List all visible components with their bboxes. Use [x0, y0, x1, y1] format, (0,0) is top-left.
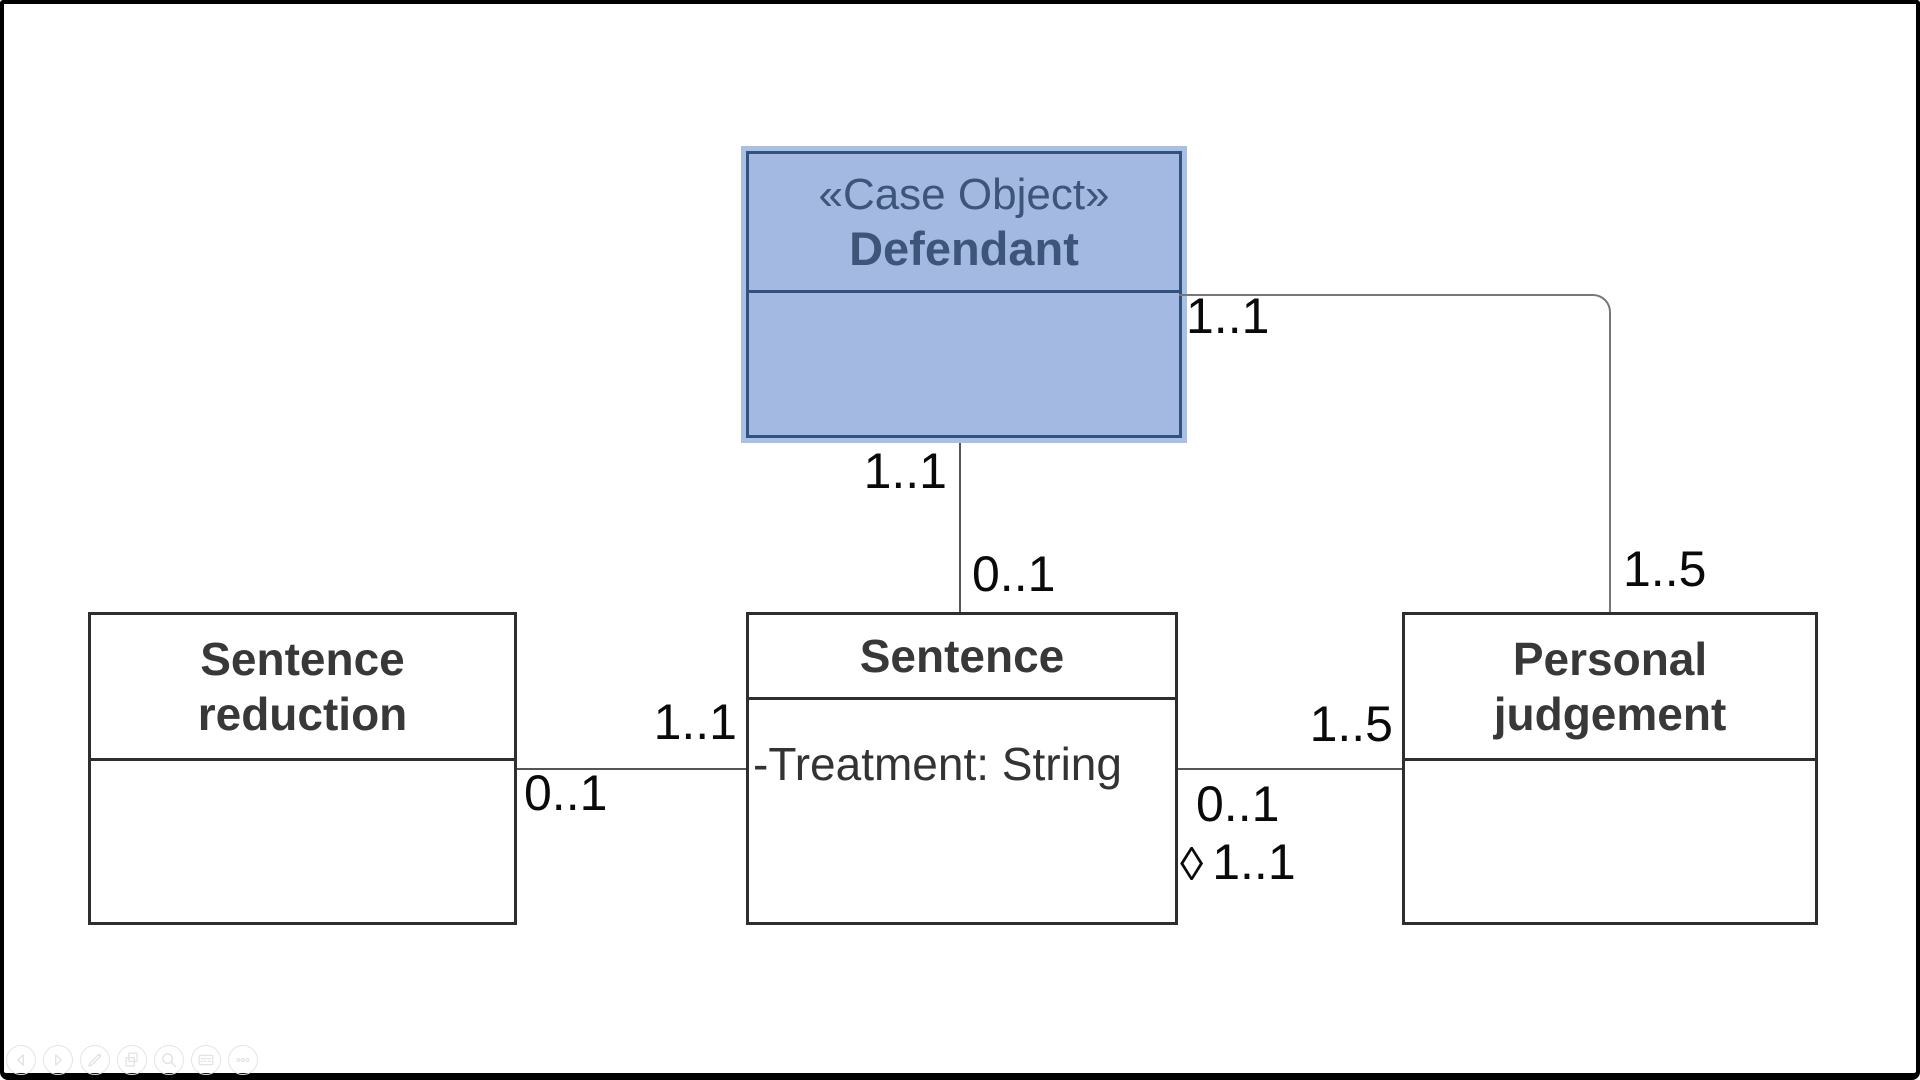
defendant-name: Defendant	[849, 222, 1079, 275]
pencil-icon	[88, 1053, 102, 1067]
sentence-reduction-name: Sentence reduction	[91, 615, 514, 761]
association-sentence-judgement[interactable]	[1178, 768, 1402, 770]
multiplicity-defendant-sentence-target: 0..1	[972, 546, 1056, 602]
multiplicity-defendant-sentence-source: 1..1	[863, 443, 947, 499]
sentence-attributes-compartment: -Treatment: String	[749, 700, 1175, 922]
class-box-personal-judgement[interactable]: Personal judgement	[1402, 612, 1818, 925]
display-button[interactable]	[191, 1045, 221, 1075]
multiplicity-reduction-sentence-source: 0..1	[524, 765, 608, 821]
next-page-icon	[54, 1054, 62, 1066]
multiplicity-reduction-sentence-target: 1..1	[653, 694, 737, 750]
aggregation-diamond-icon: ◊	[1180, 836, 1204, 890]
association-defendant-sentence[interactable]	[959, 443, 961, 612]
copy-button[interactable]	[117, 1045, 147, 1075]
sentence-attribute-treatment: -Treatment: String	[753, 738, 1122, 790]
defendant-stereotype: «Case Object»	[818, 170, 1110, 219]
aggregation-multiplicity: 1..1	[1212, 834, 1296, 890]
prev-page-icon	[17, 1054, 25, 1066]
zoom-button[interactable]	[154, 1045, 184, 1075]
aggregation-label: ◊ 1..1	[1180, 837, 1296, 887]
multiplicity-sentence-judgement-target: 1..5	[1309, 696, 1393, 752]
multiplicity-defendant-judgement-target: 1..5	[1623, 541, 1707, 597]
class-box-sentence-reduction[interactable]: Sentence reduction	[88, 612, 517, 925]
multiplicity-defendant-judgement-source: 1..1	[1186, 288, 1270, 344]
defendant-title-compartment: «Case Object» Defendant	[749, 154, 1179, 293]
sentence-name: Sentence	[749, 615, 1175, 700]
ellipsis-icon	[236, 1058, 250, 1062]
class-box-defendant-inner: «Case Object» Defendant	[746, 151, 1182, 438]
association-defendant-judgement[interactable]	[1179, 294, 1611, 612]
edit-button[interactable]	[80, 1045, 110, 1075]
association-reduction-sentence[interactable]	[517, 768, 746, 770]
multiplicity-sentence-judgement-source: 0..1	[1196, 776, 1280, 832]
next-page-button[interactable]	[43, 1045, 73, 1075]
sentence-reduction-attributes-compartment	[91, 761, 514, 922]
viewer-toolbar	[6, 1045, 258, 1075]
magnifier-icon	[162, 1053, 177, 1068]
prev-page-button[interactable]	[6, 1045, 36, 1075]
class-box-sentence[interactable]: Sentence -Treatment: String	[746, 612, 1178, 925]
display-icon	[198, 1054, 214, 1066]
class-box-defendant[interactable]: «Case Object» Defendant	[741, 146, 1187, 443]
defendant-attributes-compartment	[749, 293, 1179, 435]
personal-judgement-name: Personal judgement	[1405, 615, 1815, 761]
more-button[interactable]	[228, 1045, 258, 1075]
copy-icon	[125, 1052, 138, 1067]
personal-judgement-attributes-compartment	[1405, 761, 1815, 922]
